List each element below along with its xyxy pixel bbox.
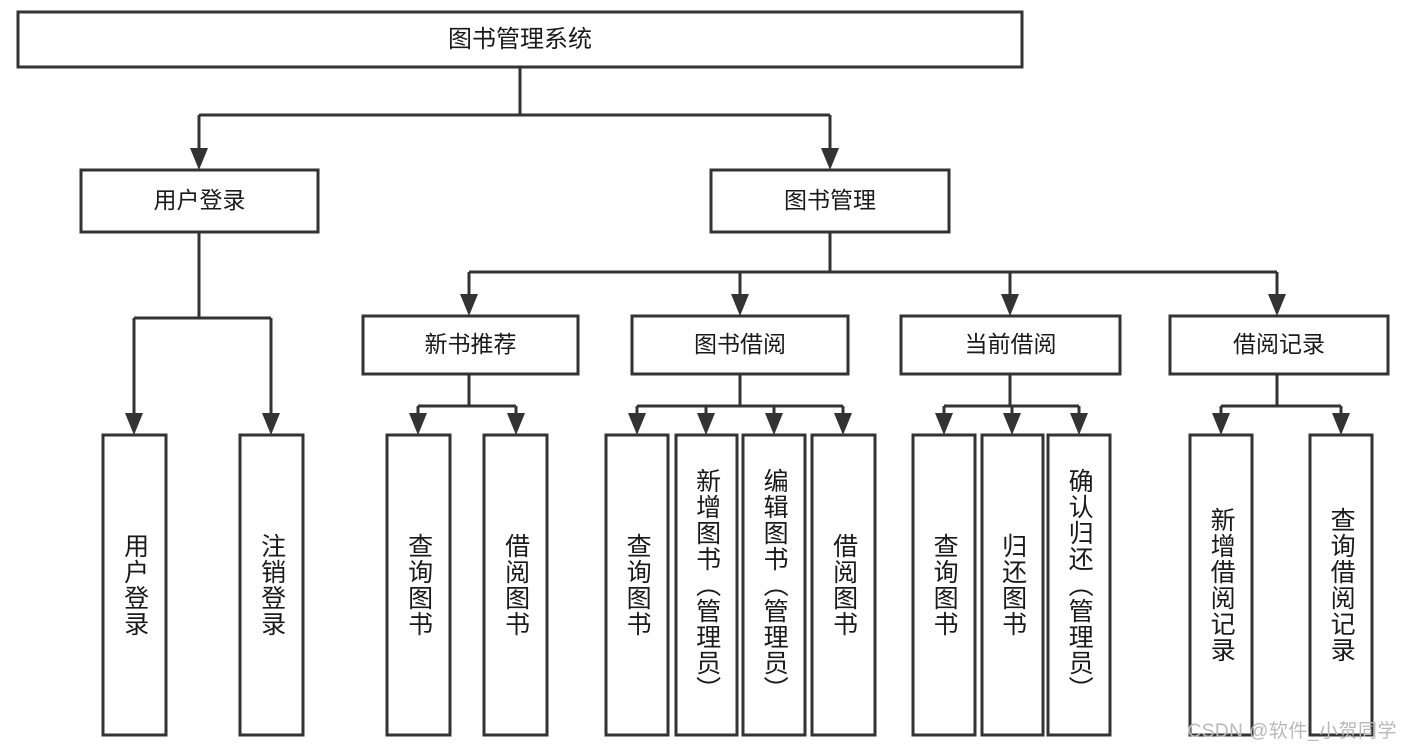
node-box-leaf-user-login[interactable] — [101, 433, 168, 737]
group-arrow-icon-l2-book-borrow-0 — [628, 413, 646, 435]
level2-arrow-icon-2 — [1001, 294, 1019, 316]
node-box-leaf-query-borrow-record[interactable] — [1308, 433, 1374, 737]
group-arrow-icon-l1-user-login-1 — [262, 413, 280, 435]
node-box-leaf-edit-book-admin[interactable] — [741, 433, 807, 737]
level2-arrow-icon-1 — [731, 294, 749, 316]
node-box-leaf-add-borrow-record[interactable] — [1188, 433, 1254, 737]
node-label-root: 图书管理系统 — [448, 26, 592, 53]
node-box-l2-book-borrow[interactable] — [630, 314, 850, 376]
node-box-leaf-query-book-borrow[interactable] — [604, 433, 670, 737]
node-label-l2-book-borrow: 图书借阅 — [694, 331, 786, 357]
group-arrow-icon-l2-current-borrow-0 — [935, 413, 953, 435]
node-box-leaf-confirm-return-admin[interactable] — [1046, 433, 1112, 737]
node-box-root[interactable] — [16, 10, 1024, 69]
node-box-l1-book-manage[interactable] — [709, 168, 951, 234]
group-arrow-icon-l2-book-borrow-2 — [765, 413, 783, 435]
connector-layer — [125, 67, 1350, 435]
group-arrow-icon-l2-current-borrow-2 — [1070, 413, 1088, 435]
node-box-layer — [16, 10, 1390, 737]
node-label-l1-user-login: 用户登录 — [154, 187, 246, 213]
node-box-leaf-logout[interactable] — [238, 433, 305, 737]
group-arrow-icon-l2-book-borrow-1 — [697, 413, 715, 435]
node-box-l2-current-borrow[interactable] — [899, 314, 1122, 376]
node-box-leaf-add-book-admin[interactable] — [674, 433, 739, 737]
group-arrow-icon-l2-new-book-recommend-1 — [507, 413, 525, 435]
level1-arrow-icon-0 — [190, 148, 208, 170]
node-box-l2-new-book-recommend[interactable] — [361, 314, 580, 376]
node-box-leaf-borrow-book-rec[interactable] — [482, 433, 549, 737]
node-box-leaf-query-book-current[interactable] — [911, 433, 977, 737]
group-arrow-icon-l2-new-book-recommend-0 — [409, 413, 427, 435]
node-label-l2-borrow-record: 借阅记录 — [1233, 331, 1325, 357]
group-arrow-icon-l1-user-login-0 — [125, 413, 143, 435]
group-arrow-icon-l2-borrow-record-0 — [1212, 413, 1230, 435]
node-label-l2-new-book-recommend: 新书推荐 — [425, 331, 517, 357]
level2-arrow-icon-3 — [1268, 294, 1286, 316]
node-box-l1-user-login[interactable] — [79, 168, 320, 234]
node-box-leaf-return-book[interactable] — [980, 433, 1045, 737]
node-box-l2-borrow-record[interactable] — [1168, 314, 1390, 376]
group-arrow-icon-l2-book-borrow-3 — [834, 413, 852, 435]
group-arrow-icon-l2-current-borrow-1 — [1003, 413, 1021, 435]
group-arrow-icon-l2-borrow-record-1 — [1332, 413, 1350, 435]
level2-arrow-icon-0 — [460, 294, 478, 316]
node-box-leaf-query-book-rec[interactable] — [385, 433, 452, 737]
level1-arrow-icon-1 — [821, 148, 839, 170]
node-label-l2-current-borrow: 当前借阅 — [965, 331, 1057, 357]
node-label-l1-book-manage: 图书管理 — [784, 187, 876, 213]
node-box-leaf-borrow-book[interactable] — [810, 433, 877, 737]
